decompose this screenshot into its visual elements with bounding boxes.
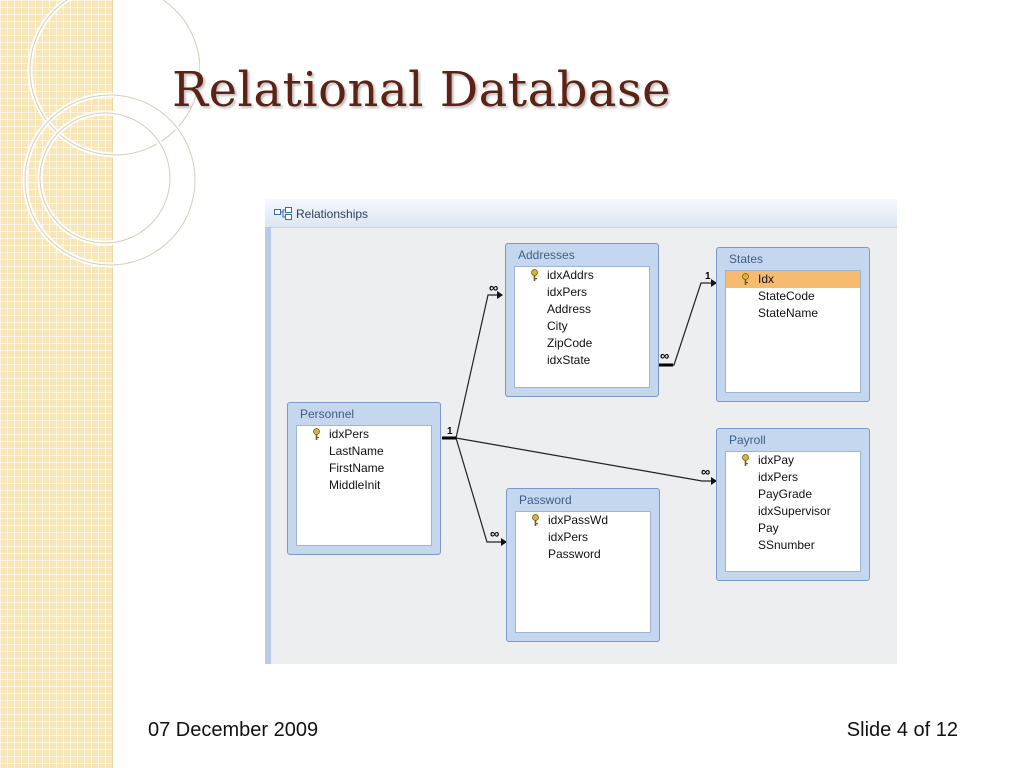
- field-name: idxPers: [547, 285, 588, 299]
- table-payroll[interactable]: Payroll idxPay idxPers PayGrade idxSuper…: [716, 428, 870, 581]
- field-name: FirstName: [329, 461, 385, 475]
- table-personnel[interactable]: Personnel idxPers LastName FirstName Mid…: [287, 402, 441, 555]
- field-primary-key[interactable]: idxPers: [297, 426, 431, 443]
- field-list[interactable]: idxPers LastName FirstName MiddleInit: [296, 425, 432, 546]
- field-name: ZipCode: [547, 336, 593, 350]
- field-row[interactable]: FirstName: [297, 460, 431, 477]
- footer-slide-number: Slide 4 of 12: [846, 719, 958, 741]
- field-name: Pay: [758, 521, 779, 535]
- relationship-lines: [442, 279, 717, 546]
- field-list[interactable]: Idx StateCode StateName: [725, 270, 861, 393]
- window-left-border: [265, 227, 271, 664]
- table-title: Password: [519, 493, 572, 507]
- field-primary-key-selected[interactable]: Idx: [726, 271, 860, 288]
- field-name: idxPers: [758, 470, 799, 484]
- field-row[interactable]: idxPers: [515, 284, 649, 301]
- key-icon: [531, 269, 538, 281]
- field-name: idxPassWd: [548, 513, 609, 527]
- field-primary-key[interactable]: idxAddrs: [515, 267, 649, 284]
- table-title: States: [729, 252, 764, 266]
- field-row[interactable]: StateCode: [726, 288, 860, 305]
- field-row[interactable]: PayGrade: [726, 486, 860, 503]
- field-name: StateCode: [758, 289, 815, 303]
- field-name: idxPay: [758, 453, 795, 467]
- slide-title: Relational Database: [172, 62, 672, 118]
- cardinality-one-states: 1: [705, 271, 711, 282]
- field-row[interactable]: City: [515, 318, 649, 335]
- relation-personnel-payroll: [442, 437, 717, 485]
- relationships-tab[interactable]: Relationships: [265, 199, 897, 228]
- field-name: PayGrade: [758, 487, 813, 501]
- field-name: Password: [548, 547, 601, 561]
- cardinality-many-addresses: ∞: [489, 280, 499, 295]
- field-name: City: [547, 319, 568, 333]
- field-primary-key[interactable]: idxPay: [726, 452, 860, 469]
- field-name: LastName: [329, 444, 384, 458]
- relation-personnel-addresses: [442, 291, 503, 439]
- field-name: Idx: [758, 272, 775, 286]
- decorative-side-strip: [0, 0, 113, 768]
- field-name: idxPers: [548, 530, 589, 544]
- table-states[interactable]: States Idx StateCode StateName: [716, 247, 870, 402]
- cardinality-many-password: ∞: [490, 526, 500, 541]
- key-icon: [742, 454, 749, 466]
- key-icon: [532, 514, 539, 526]
- table-title: Personnel: [300, 407, 355, 421]
- field-row[interactable]: Address: [515, 301, 649, 318]
- key-icon: [313, 428, 320, 440]
- field-row[interactable]: LastName: [297, 443, 431, 460]
- field-name: SSnumber: [758, 538, 815, 552]
- field-row[interactable]: MiddleInit: [297, 477, 431, 494]
- field-name: idxState: [547, 353, 591, 367]
- field-name: Address: [547, 302, 592, 316]
- field-row[interactable]: idxPers: [516, 529, 650, 546]
- cardinality-many-payroll: ∞: [701, 464, 711, 479]
- relationships-tab-label: Relationships: [296, 207, 369, 221]
- field-row[interactable]: Password: [516, 546, 650, 563]
- field-row[interactable]: idxSupervisor: [726, 503, 860, 520]
- cardinality-many-addresses-state: ∞: [660, 348, 670, 363]
- field-name: MiddleInit: [329, 478, 381, 492]
- footer-date: 07 December 2009: [148, 719, 319, 741]
- table-addresses[interactable]: Addresses idxAddrs idxPers Address City …: [505, 243, 659, 397]
- field-row[interactable]: idxState: [515, 352, 649, 369]
- relationships-icon: [274, 207, 292, 220]
- field-name: idxSupervisor: [758, 504, 831, 518]
- field-row[interactable]: StateName: [726, 305, 860, 322]
- field-row[interactable]: SSnumber: [726, 537, 860, 554]
- field-name: StateName: [758, 306, 819, 320]
- field-row[interactable]: idxPers: [726, 469, 860, 486]
- field-row[interactable]: Pay: [726, 520, 860, 537]
- field-list[interactable]: idxPassWd idxPers Password: [515, 511, 651, 633]
- table-password[interactable]: Password idxPassWd idxPers Password: [506, 488, 660, 642]
- field-row[interactable]: ZipCode: [515, 335, 649, 352]
- table-title: Payroll: [729, 433, 766, 447]
- relationships-window[interactable]: Relationships 1 ∞ ∞ 1 ∞ ∞ Add: [265, 199, 897, 664]
- field-primary-key[interactable]: idxPassWd: [516, 512, 650, 529]
- table-title: Addresses: [518, 248, 575, 262]
- field-list[interactable]: idxAddrs idxPers Address City ZipCode id…: [514, 266, 650, 388]
- key-icon: [742, 273, 749, 285]
- field-name: idxPers: [329, 427, 370, 441]
- field-list[interactable]: idxPay idxPers PayGrade idxSupervisor Pa…: [725, 451, 861, 572]
- field-name: idxAddrs: [547, 268, 594, 282]
- cardinality-one-personnel: 1: [447, 426, 453, 437]
